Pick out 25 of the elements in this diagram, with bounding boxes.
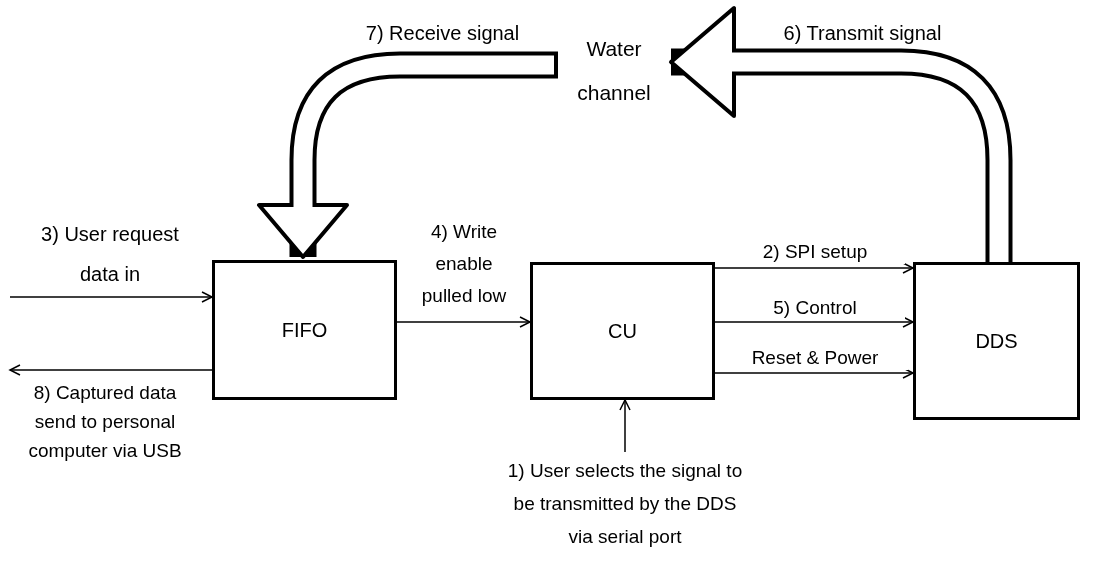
node-text: DDS [975,329,1018,354]
edge-label: 6) Transmit signal [783,22,942,44]
process-box [212,260,397,400]
edge-label: 5) Control [773,297,857,318]
arrow [714,262,914,274]
edge-label: 2) SPI setup [762,241,868,262]
node-text: CU [608,319,637,344]
arrow [714,316,914,328]
edge-label: 3) User request data in [41,223,179,285]
edge-label: Reset & Power [751,347,879,368]
process-box [530,262,715,400]
hollow-arrow [669,6,1013,262]
node-text: FIFO [281,318,328,343]
edge-label: 7) Receive signal [365,22,520,44]
arrow [714,367,914,379]
edge-label: 4) Write enable pulled low [421,221,507,306]
arrow [9,364,213,376]
node-text: 1) User selects the signal to be transmitted by the DDS via serial port [506,458,744,549]
edge-label: 8) Captured data send to personal computer via USB [28,382,182,461]
process-box [913,262,1080,420]
node-text: Water channel [576,36,652,106]
arrow [619,399,631,453]
hollow-arrow [257,51,558,259]
arrow [396,316,531,328]
arrow [9,291,213,303]
